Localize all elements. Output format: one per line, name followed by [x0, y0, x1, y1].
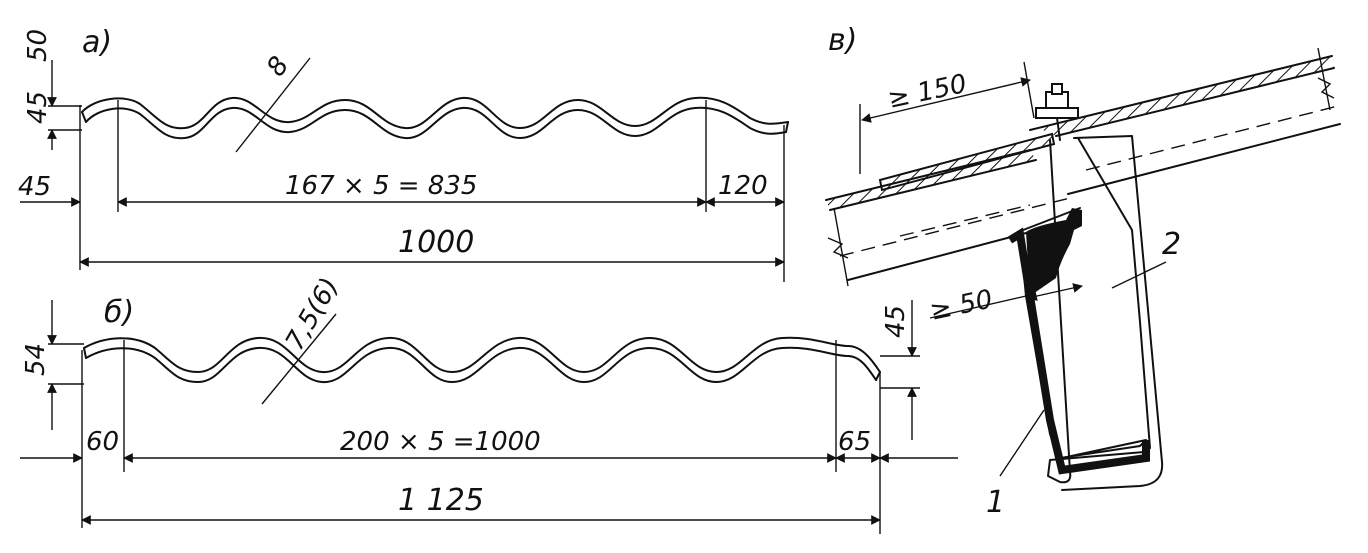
- sheet-b-dim-right-vertical: 45: [881, 305, 911, 338]
- sheet-b-dim-right: 65: [838, 427, 871, 457]
- sheet-b-dim-total: 1 125: [398, 483, 484, 518]
- sheet-b-label: б): [104, 295, 134, 330]
- sheet-a-dim-height: 50: [23, 29, 53, 62]
- sheet-a-dim-pitch: 167 × 5 = 835: [285, 171, 477, 201]
- detail-v-drawing: [825, 47, 1341, 491]
- sheet-a-dim-left-top: 45: [23, 91, 53, 124]
- detail-v-callout-1: 1: [986, 485, 1005, 520]
- sheet-a-label: а): [82, 25, 112, 60]
- detail-v-dim-overlap: ≥ 150: [885, 69, 969, 115]
- detail-v-dim-hook: ≥ 50: [927, 284, 995, 326]
- sheet-b-profile-top: [83, 336, 881, 374]
- detail-v-callout-2: 2: [1162, 227, 1181, 262]
- sheet-a-profile-bottom: [85, 106, 787, 140]
- sheet-b-dim-left: 60: [86, 427, 119, 457]
- sheet-b-drawing: [20, 300, 958, 534]
- sheet-a-drawing: [20, 57, 789, 282]
- sheet-a-dim-right: 120: [718, 171, 768, 201]
- detail-v-label: в): [828, 23, 857, 58]
- sheet-a-dim-thickness: 8: [261, 51, 295, 82]
- sheet-b-dim-height: 54: [21, 343, 51, 376]
- sheet-a-dim-total: 1000: [398, 225, 474, 260]
- sheet-b-dim-pitch: 200 × 5 =1000: [340, 427, 541, 457]
- sheet-a-profile-top: [81, 96, 789, 130]
- sheet-b-profile-bottom: [85, 346, 877, 384]
- sheet-a-dim-left-bottom: 45: [18, 172, 51, 202]
